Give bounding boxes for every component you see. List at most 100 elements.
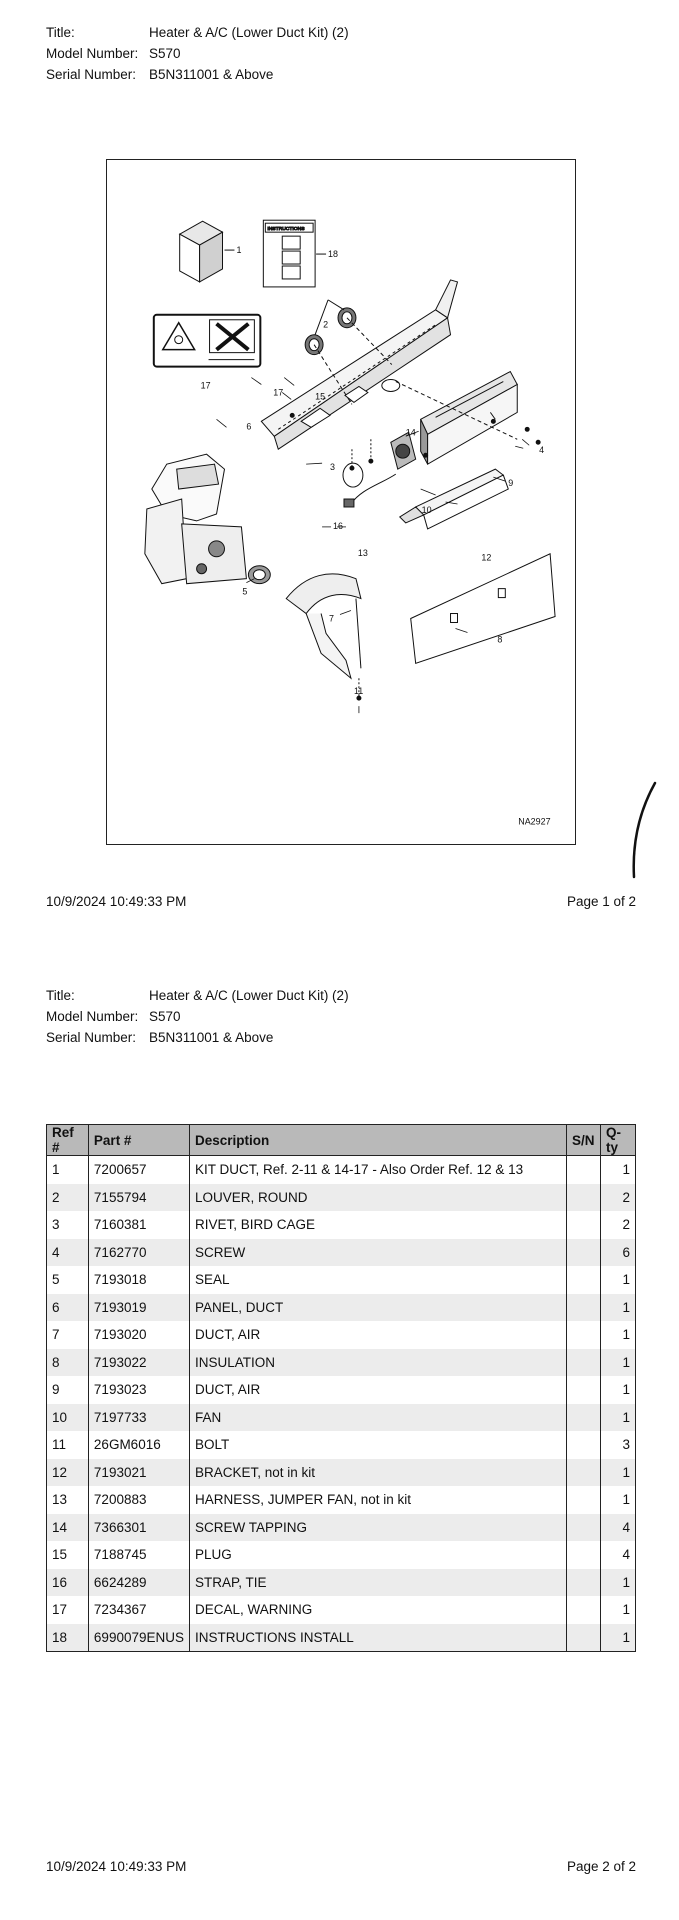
duct-panel-illustration [260,279,459,451]
pen-stroke-mark [632,781,657,879]
cell-quantity: 4 [600,1541,636,1569]
kit-box-illustration [178,220,235,283]
heater-housing-illustration [144,453,247,585]
cell-description: LOUVER, ROUND [188,1183,568,1211]
cell-serial-number [566,1183,602,1211]
instructions-decal-text: INSTRUCTIONS [267,226,305,232]
cell-quantity: 1 [600,1321,636,1349]
cell-serial-number [566,1266,602,1294]
cell-serial-number [566,1623,602,1652]
cell-serial-number [566,1541,602,1569]
print-datetime: 10/9/2024 10:49:33 PM [46,1859,187,1874]
cell-serial-number [566,1293,602,1321]
cell-ref: 3 [46,1211,89,1239]
callout-17-decal: 17 [201,380,211,390]
callout-15: 15 [315,391,325,401]
cell-ref: 11 [46,1431,89,1459]
cell-description: PLUG [188,1541,568,1569]
cell-part-number: 7197733 [87,1403,191,1431]
cell-description: SCREW TAPPING [188,1513,568,1541]
callout-10: 10 [422,505,432,515]
cell-part-number: 7160381 [87,1211,191,1239]
cell-ref: 12 [46,1458,89,1486]
cell-part-number: 7366301 [87,1513,191,1541]
cell-quantity: 1 [600,1458,636,1486]
cell-description: PANEL, DUCT [188,1293,568,1321]
cell-part-number: 7234367 [87,1596,191,1624]
cell-description: DUCT, AIR [188,1376,568,1404]
cell-part-number: 7155794 [87,1183,191,1211]
cell-ref: 9 [46,1376,89,1404]
cell-quantity: 6 [600,1238,636,1266]
cell-description: STRAP, TIE [188,1568,568,1596]
cell-ref: 14 [46,1513,89,1541]
cell-serial-number [566,1596,602,1624]
cell-ref: 2 [46,1183,89,1211]
seal-illustration [247,565,271,585]
harness-illustration [342,462,397,508]
model-label: Model Number: [46,46,139,61]
page-number: Page 2 of 2 [566,1859,636,1874]
cell-description: FAN [188,1403,568,1431]
cell-description: RIVET, BIRD CAGE [188,1211,568,1239]
cell-quantity: 1 [600,1403,636,1431]
cell-description: DUCT, AIR [188,1321,568,1349]
cell-quantity: 1 [600,1266,636,1294]
cell-quantity: 1 [600,1293,636,1321]
cell-ref: 18 [46,1623,89,1652]
cell-part-number: 6624289 [87,1568,191,1596]
cell-serial-number [566,1486,602,1514]
cell-part-number: 26GM6016 [87,1431,191,1459]
cell-ref: 4 [46,1238,89,1266]
cell-ref: 10 [46,1403,89,1431]
air-duct-lower-illustration [285,573,362,680]
serial-value: B5N311001 & Above [149,67,274,82]
instructions-sheet-illustration: INSTRUCTIONS [262,219,327,288]
col-header-ref: Ref # [46,1124,89,1156]
callout-labels: 1 18 2 17 17 15 6 14 4 3 9 10 16 13 12 5… [201,245,551,827]
bracket-illustration [398,468,509,530]
callout-2: 2 [323,320,328,330]
cell-part-number: 6990079ENUS [87,1623,191,1652]
fan-illustration [390,431,417,470]
print-datetime: 10/9/2024 10:49:33 PM [46,894,187,909]
callout-6: 6 [246,421,251,431]
cell-quantity: 1 [600,1623,636,1652]
model-value: S570 [149,1009,181,1024]
callout-7: 7 [329,613,334,623]
cell-part-number: 7193023 [87,1376,191,1404]
cell-serial-number [566,1403,602,1431]
cell-description: SEAL [188,1266,568,1294]
cell-part-number: 7193022 [87,1348,191,1376]
cell-quantity: 3 [600,1431,636,1459]
cell-part-number: 7162770 [87,1238,191,1266]
callout-4: 4 [539,445,544,455]
cell-quantity: 2 [600,1211,636,1239]
cell-serial-number [566,1211,602,1239]
cell-quantity: 1 [600,1155,636,1184]
page2-header: Title:Heater & A/C (Lower Duct Kit) (2) … [46,985,349,1048]
col-header-qty: Q-ty [600,1124,636,1156]
callout-11: 11 [354,686,363,696]
round-louver-illustration [304,299,393,405]
callout-1: 1 [236,245,241,255]
cell-quantity: 1 [600,1486,636,1514]
title-value: Heater & A/C (Lower Duct Kit) (2) [149,988,349,1003]
cell-description: HARNESS, JUMPER FAN, not in kit [188,1486,568,1514]
cell-serial-number [566,1568,602,1596]
cell-ref: 13 [46,1486,89,1514]
callout-13: 13 [358,548,368,558]
title-label: Title: [46,988,75,1003]
